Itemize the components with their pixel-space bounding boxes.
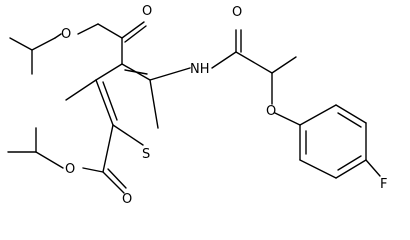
bond [149,67,191,81]
bond [337,155,362,171]
bond [82,167,104,173]
bond [299,159,337,179]
bond [65,79,97,101]
atom-label-o: O [142,4,152,19]
atom-label-o: O [65,162,75,177]
bond [35,151,64,169]
bond [9,37,33,51]
bond [95,79,114,126]
bond [107,168,127,189]
bond [102,81,118,121]
bond [77,23,99,35]
atom-label-o: O [61,27,71,42]
atom-label-o: O [122,192,132,207]
bond [365,159,381,177]
atom-label-f: F [380,177,387,192]
bond [271,56,297,74]
bond [235,51,273,74]
bond [149,79,159,129]
bond [274,112,301,126]
bond [102,124,114,173]
bond [97,23,123,39]
atom-label-nh: NH [190,62,210,77]
bonds [7,21,381,194]
bond [54,33,62,39]
bond [112,124,144,146]
bond [121,21,145,39]
atom-label-o: O [232,5,242,20]
bond [95,63,123,81]
bond [337,112,362,128]
bond [211,51,237,69]
atom-label-s: S [142,147,150,162]
structure-diagram: O O NH O O S O O F [7,4,387,207]
bond [102,171,125,194]
bond [335,104,367,124]
bond [124,69,148,75]
atom-label-o: O [266,104,276,119]
bond [299,104,337,126]
bond [335,159,367,179]
bond [124,25,147,43]
bond [31,37,56,51]
